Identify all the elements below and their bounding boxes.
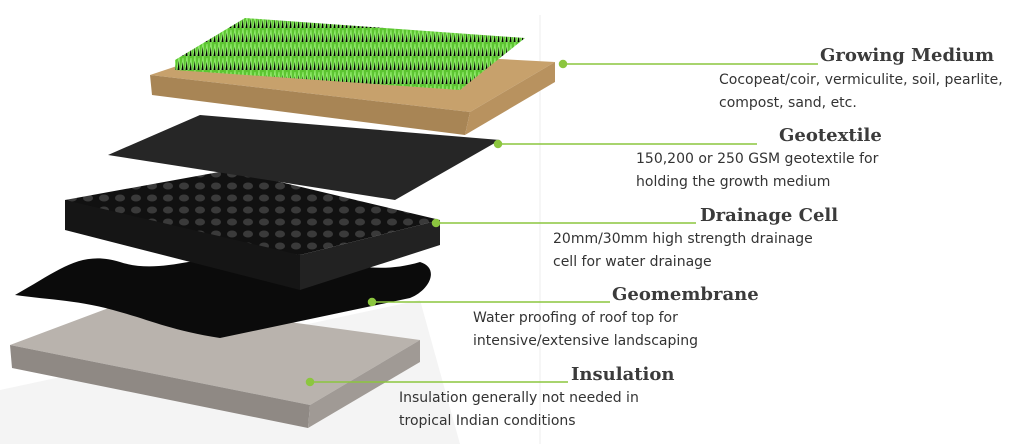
desc-line: Insulation generally not needed in (399, 390, 639, 406)
growing-medium-box (150, 18, 555, 135)
desc-line: tropical Indian conditions (399, 412, 576, 429)
drainage-cell (65, 170, 440, 290)
callout-dot-insulation (305, 377, 315, 387)
layer-desc-drainage-cell: 20mm/30mm high strength drainage cell fo… (553, 228, 813, 273)
insulation-slab (10, 300, 420, 428)
desc-line: compost, sand, etc. (719, 94, 857, 111)
callout-dot-drainage-cell (431, 218, 441, 228)
desc-line: Cocopeat/coir, vermiculite, soil, pearli… (719, 72, 1003, 88)
desc-line: holding the growth medium (636, 173, 831, 190)
layer-desc-geomembrane: Water proofing of roof top for intensive… (473, 307, 698, 352)
layer-title-insulation: Insulation (571, 364, 675, 385)
layer-desc-insulation: Insulation generally not needed in tropi… (399, 387, 639, 432)
layer-desc-growing-medium: Cocopeat/coir, vermiculite, soil, pearli… (719, 69, 1003, 114)
layer-title-growing-medium: Growing Medium (820, 45, 995, 66)
callout-dot-geotextile (493, 139, 503, 149)
geotextile-sheet (108, 115, 500, 200)
layer-title-drainage-cell: Drainage Cell (700, 205, 839, 226)
desc-line: intensive/extensive landscaping (473, 332, 699, 349)
layer-title-geomembrane: Geomembrane (612, 284, 759, 305)
desc-line: cell for water drainage (553, 253, 712, 270)
callout-dot-growing-medium (558, 59, 568, 69)
layer-title-geotextile: Geotextile (779, 125, 882, 146)
desc-line: Water proofing of roof top for (473, 310, 678, 326)
desc-line: 20mm/30mm high strength drainage (553, 231, 813, 247)
layer-desc-geotextile: 150,200 or 250 GSM geotextile for holdin… (636, 148, 878, 193)
callout-dot-geomembrane (367, 297, 377, 307)
desc-line: 150,200 or 250 GSM geotextile for (636, 151, 879, 167)
